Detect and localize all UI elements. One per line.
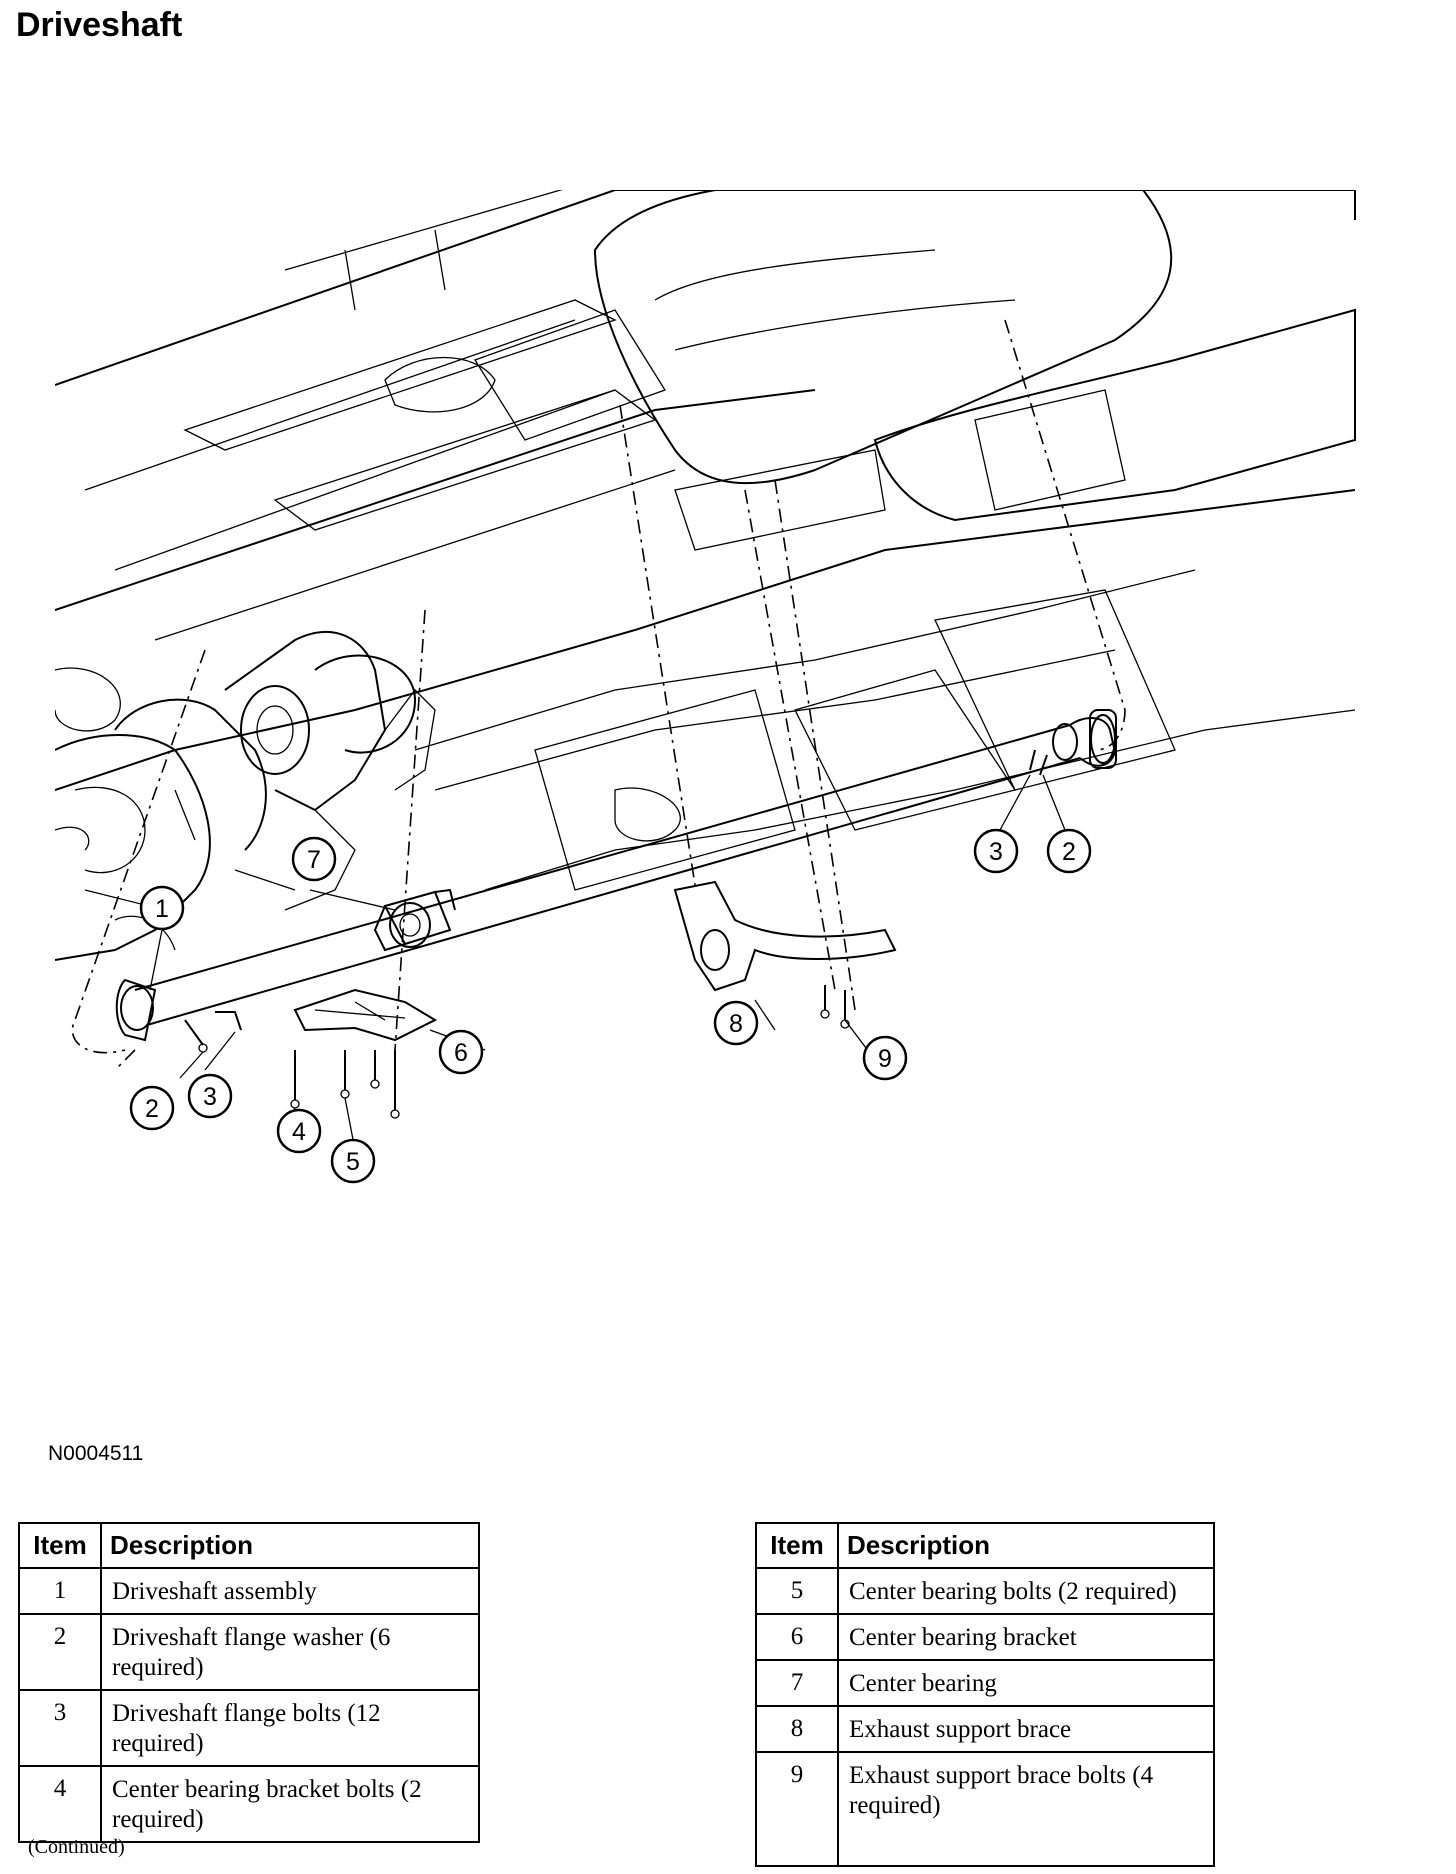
legend-table-right: Item Description 5 Center bearing bolts … [755,1522,1215,1867]
item-number: 4 [18,1765,102,1843]
figure-id: N0004511 [48,1442,144,1465]
svg-text:4: 4 [292,1118,306,1146]
transmission [55,630,436,961]
item-number: 3 [18,1689,102,1767]
item-description: Center bearing bracket bolts (2 required… [100,1765,480,1843]
svg-text:5: 5 [346,1148,360,1176]
item-description: Driveshaft flange bolts (12 required) [100,1689,480,1767]
page-title: Driveshaft [16,6,183,44]
svg-text:6: 6 [454,1039,468,1067]
svg-text:1: 1 [155,895,169,923]
table-row: 8 Exhaust support brace [755,1705,1215,1753]
svg-text:2: 2 [145,1095,159,1123]
svg-text:3: 3 [989,838,1003,866]
item-description: Exhaust support brace [837,1705,1215,1753]
center-bearing-bracket [293,988,438,1042]
item-number: 6 [755,1613,839,1661]
svg-text:3: 3 [203,1083,217,1111]
item-description: Exhaust support brace bolts (4 required) [837,1751,1215,1867]
callout-9: 9 [862,1035,908,1081]
alignment-lines [71,319,1126,1071]
column-header-description: Description [837,1522,1215,1569]
item-description: Center bearing bracket [837,1613,1215,1661]
callout-4: 4 [276,1108,322,1154]
callout-6: 6 [438,1029,484,1075]
callout-5: 5 [330,1138,376,1184]
table-row: 2 Driveshaft flange washer (6 required) [18,1613,480,1691]
table-row: 9 Exhaust support brace bolts (4 require… [755,1751,1215,1867]
table-row: 6 Center bearing bracket [755,1613,1215,1661]
item-description: Center bearing bolts (2 required) [837,1567,1215,1615]
table-row: 3 Driveshaft flange bolts (12 required) [18,1689,480,1767]
callout-7: 7 [291,836,337,882]
callout-8: 8 [713,1000,759,1046]
fasteners [184,749,1048,1119]
svg-text:9: 9 [878,1045,892,1073]
exhaust-support-brace [673,880,897,992]
table-header-row: Item Description [18,1522,480,1569]
table-row: 7 Center bearing [755,1659,1215,1707]
svg-text:8: 8 [729,1010,743,1038]
table-row: 4 Center bearing bracket bolts (2 requir… [18,1765,480,1843]
item-number: 1 [18,1567,102,1615]
item-description: Driveshaft assembly [100,1567,480,1615]
driveshaft-assembly [115,709,1117,1042]
item-number: 5 [755,1567,839,1615]
callout-2-right: 2 [1046,828,1092,874]
table-row: 1 Driveshaft assembly [18,1567,480,1615]
callout-1: 1 [139,885,185,931]
underbody-floor-pan [55,190,1356,891]
table-row: 5 Center bearing bolts (2 required) [755,1567,1215,1615]
leader-lines [149,774,1066,1151]
column-header-item: Item [18,1522,102,1569]
legend-table-left: Item Description 1 Driveshaft assembly 2… [18,1522,480,1843]
callout-3-right: 3 [973,828,1019,874]
svg-text:7: 7 [307,846,321,874]
item-description: Driveshaft flange washer (6 required) [100,1613,480,1691]
item-number: 8 [755,1705,839,1753]
item-description: Center bearing [837,1659,1215,1707]
fuel-tank [593,190,1356,522]
continued-note: (Continued) [28,1836,125,1858]
table-header-row: Item Description [755,1522,1215,1569]
item-number: 2 [18,1613,102,1691]
driveshaft-exploded-diagram: 1 2 3 2 3 4 5 6 7 8 9 [55,190,1356,1184]
column-header-item: Item [755,1522,839,1569]
item-number: 9 [755,1751,839,1867]
svg-text:2: 2 [1062,838,1076,866]
column-header-description: Description [100,1522,480,1569]
callout-3-left: 3 [187,1073,233,1119]
item-number: 7 [755,1659,839,1707]
callout-2-left: 2 [129,1085,175,1131]
